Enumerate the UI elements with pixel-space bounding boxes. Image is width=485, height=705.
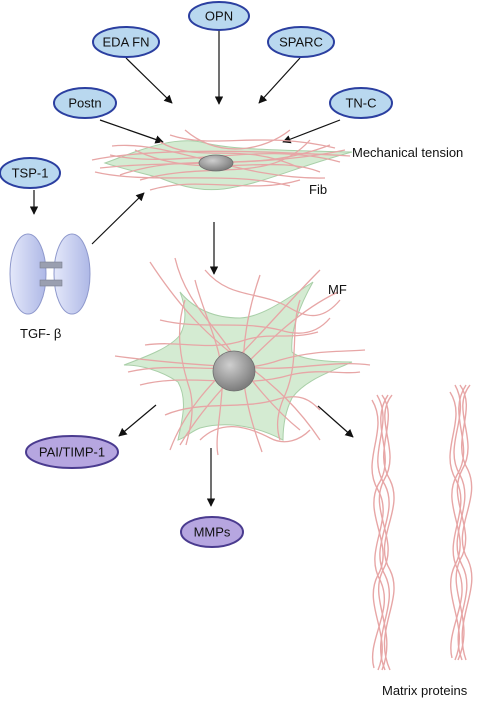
myofibroblast-cell (114, 257, 371, 456)
arrows (29, 30, 354, 507)
node-opn-label: OPN (205, 8, 233, 23)
node-sparc: SPARC (267, 26, 335, 58)
mf-label: MF (328, 282, 347, 297)
node-postn: Postn (53, 87, 117, 119)
node-tsp-1: TSP-1 (0, 157, 61, 189)
mechanical-tension-label: Mechanical tension (352, 145, 464, 160)
tgf-beta-bridge-upper (39, 261, 63, 269)
tgf-beta-label: TGF- β (20, 326, 62, 341)
myofibroblast-nucleus (212, 350, 256, 392)
node-tn-c-label: TN-C (345, 95, 376, 110)
tgf-beta-graphic (9, 233, 91, 315)
node-mmps: MMPs (180, 516, 244, 548)
arrow-mf-to-pai-timp-1 (118, 404, 157, 437)
matrix-proteins-graphic (371, 384, 473, 671)
fib-label: Fib (309, 182, 328, 197)
tgf-beta-bridge-lower (39, 279, 63, 287)
node-pai-timp-1: PAI/TIMP-1 (25, 435, 119, 469)
fibroblast-cell (91, 129, 353, 191)
matrix-fiber-right (449, 384, 473, 661)
node-tn-c: TN-C (329, 87, 393, 119)
node-tsp-1-label: TSP-1 (12, 165, 49, 180)
node-postn-label: Postn (68, 95, 101, 110)
tgf-beta-left-lobe (9, 233, 47, 315)
node-sparc-label: SPARC (279, 34, 323, 49)
node-eda-fn-label: EDA FN (103, 34, 150, 49)
arrow-tn-c-to-fib (282, 119, 341, 144)
matrix-proteins-label: Matrix proteins (382, 683, 468, 698)
arrow-eda-fn-to-fib (125, 57, 173, 104)
arrow-mf-to-matrix-proteins (317, 405, 354, 438)
arrow-sparc-to-fib (258, 57, 301, 104)
node-eda-fn: EDA FN (92, 26, 160, 58)
fibroblast-nucleus (198, 154, 234, 172)
tgf-beta-right-lobe (53, 233, 91, 315)
arrow-tgf-beta-to-fib (91, 192, 145, 245)
node-opn: OPN (188, 1, 250, 31)
node-mmps-label: MMPs (194, 524, 231, 539)
arrow-postn-to-fib (99, 119, 164, 144)
matrix-fiber-left (371, 394, 395, 671)
node-pai-timp-1-label: PAI/TIMP-1 (39, 444, 105, 459)
